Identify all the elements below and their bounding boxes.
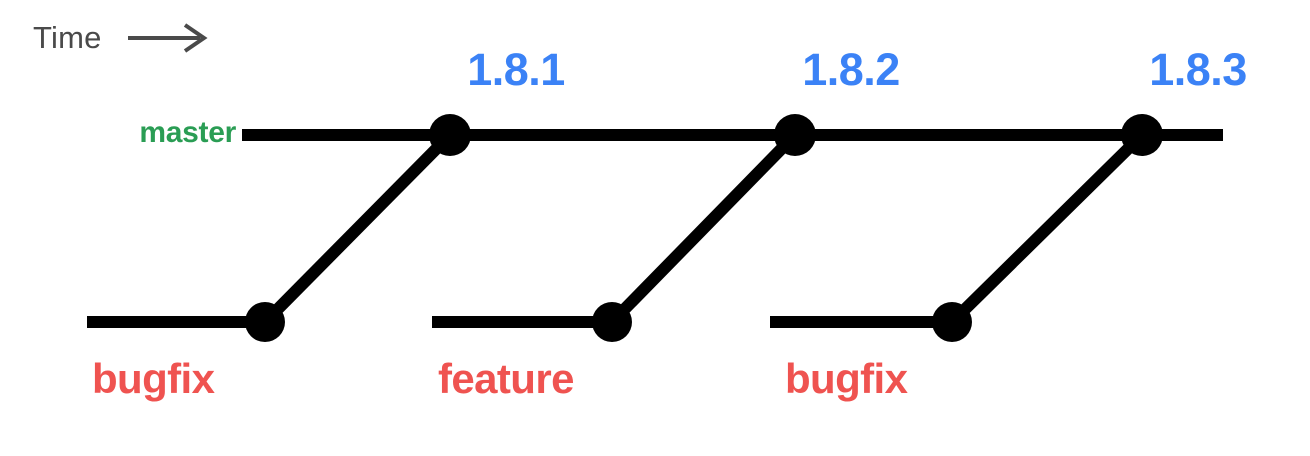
- merge-line-feature-to-182: [607, 130, 800, 327]
- commit-node-bugfix-2: [932, 302, 972, 342]
- release-label-183: 1.8.3: [1149, 44, 1247, 95]
- merge-line-bugfix-2-to-183: [947, 130, 1147, 327]
- release-label-182: 1.8.2: [802, 44, 900, 95]
- master-branch-label: master: [139, 116, 236, 149]
- commit-node-bugfix-1: [245, 302, 285, 342]
- time-axis-label: Time: [33, 20, 102, 55]
- branch-label-feature: feature: [438, 355, 574, 402]
- merge-line-bugfix-1-to-181: [260, 130, 455, 327]
- right-arrow-icon: [128, 23, 208, 53]
- release-label-181: 1.8.1: [467, 44, 565, 95]
- branch-label-bugfix-1: bugfix: [92, 355, 215, 402]
- release-node-181: [429, 114, 471, 156]
- commit-node-feature: [592, 302, 632, 342]
- branch-label-bugfix-2: bugfix: [785, 355, 908, 402]
- release-node-183: [1121, 114, 1163, 156]
- release-node-182: [774, 114, 816, 156]
